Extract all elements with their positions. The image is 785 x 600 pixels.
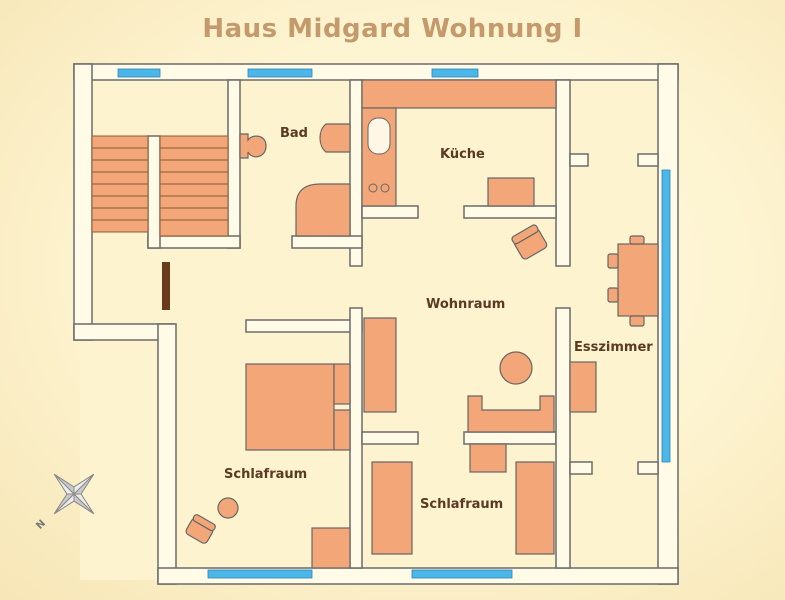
- stove-burner-icon: [380, 183, 390, 193]
- room-label-schlafraum-left: Schlafraum: [224, 467, 307, 482]
- staircase: [91, 135, 229, 237]
- window-bottom-2: [411, 569, 513, 579]
- window-top-3: [431, 68, 479, 78]
- single-bed: [371, 461, 413, 555]
- interior-walls: [147, 79, 659, 569]
- tv-cabinet: [363, 317, 397, 413]
- single-bed: [515, 461, 555, 555]
- page-title: Haus Midgard Wohnung I: [202, 14, 583, 44]
- desk: [469, 443, 507, 473]
- round-table: [499, 351, 533, 385]
- room-label-esszimmer: Esszimmer: [574, 340, 653, 355]
- kitchen-table: [487, 177, 535, 207]
- pillow-icon: [333, 363, 351, 405]
- wardrobe: [311, 527, 351, 569]
- compass-north-label: N: [34, 518, 48, 532]
- room-label-schlafraum-middle: Schlafraum: [420, 497, 503, 512]
- armchair-icon: [511, 224, 548, 260]
- kitchen-sink-icon: [367, 117, 391, 155]
- room-label-kueche: Küche: [440, 147, 485, 162]
- window-bottom-1: [207, 569, 313, 579]
- stove-burner-icon: [368, 183, 378, 193]
- compass-rose-icon: [53, 473, 95, 515]
- kitchen-counter-top: [361, 79, 557, 109]
- room-label-bad: Bad: [280, 126, 308, 141]
- windows: [117, 68, 671, 579]
- dining-furniture: [569, 235, 659, 413]
- window-right: [661, 169, 671, 463]
- living-furniture: [363, 317, 555, 433]
- bedroom-middle-furniture: [371, 443, 555, 555]
- chair-icon: [607, 287, 619, 303]
- sideboard: [569, 361, 597, 413]
- entrance-door: [162, 262, 170, 310]
- window-top-2: [247, 68, 313, 78]
- pillow-icon: [333, 409, 351, 451]
- bathtub-icon: [295, 183, 351, 237]
- armchair-icon: [185, 514, 216, 544]
- chair-icon: [629, 315, 645, 327]
- chair-icon: [629, 235, 645, 245]
- sofa-icon: [467, 395, 555, 433]
- window-top-1: [117, 68, 161, 78]
- double-bed: [245, 363, 335, 451]
- chair-icon: [607, 253, 619, 269]
- kitchen: [361, 79, 557, 260]
- bedroom-left-furniture: [185, 363, 351, 569]
- sink-icon: [319, 123, 351, 153]
- dining-table: [617, 243, 659, 317]
- toilet-icon: [239, 133, 267, 159]
- side-table: [217, 497, 239, 519]
- bathroom-fixtures: [239, 123, 351, 237]
- room-label-wohnraum: Wohnraum: [426, 297, 505, 312]
